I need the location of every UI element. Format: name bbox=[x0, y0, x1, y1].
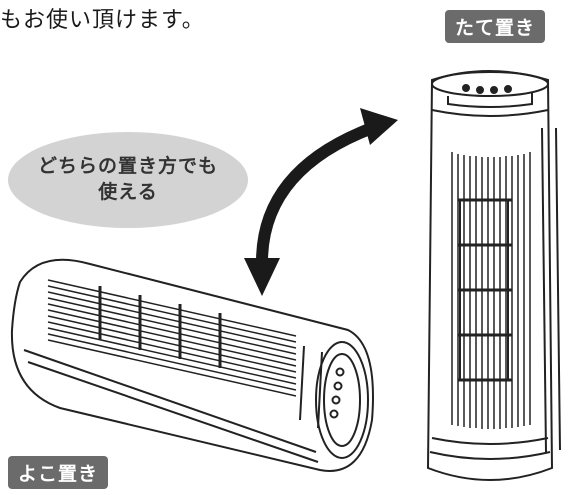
speech-bubble: どちらの置き方でも 使える bbox=[8, 132, 248, 228]
top-caption: もお使い頂けます。 bbox=[0, 8, 205, 33]
tower-fan-grille bbox=[451, 152, 531, 429]
bubble-text: どちらの置き方でも 使える bbox=[37, 155, 218, 203]
vertical-placement-label: たて置き bbox=[445, 10, 546, 43]
curved-double-arrow-icon bbox=[244, 108, 398, 296]
horizontal-fan-grille bbox=[47, 279, 297, 397]
horizontal-placement-label: よこ置き bbox=[8, 456, 109, 489]
horizontal-fan-illustration bbox=[10, 258, 374, 472]
